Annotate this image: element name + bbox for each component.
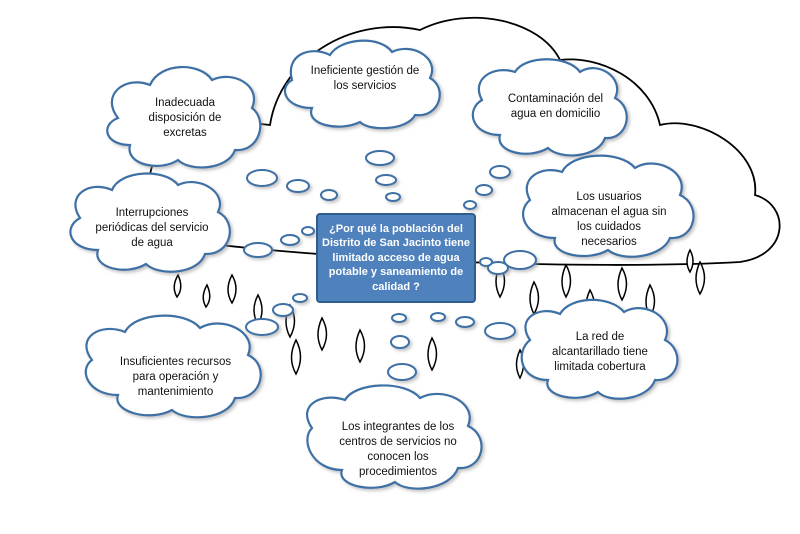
- thought-bubbles: [243, 150, 537, 381]
- cloud-interrupciones: [69, 172, 231, 273]
- cloud-integrantes: [305, 384, 483, 490]
- cloud-excretas: [106, 66, 262, 169]
- cloud-almacenan: [522, 154, 695, 258]
- central-question: ¿Por qué la población del Distrito de Sa…: [316, 213, 476, 303]
- cause-contaminacion-text: Contaminación del agua en domicilio: [507, 93, 604, 120]
- central-question-text: ¿Por qué la población del Distrito de Sa…: [322, 222, 470, 293]
- cause-gestion-text: Ineficiente gestión de los servicios: [310, 65, 420, 92]
- cause-integrantes-text: Los integrantes de los centros de servic…: [339, 421, 457, 478]
- cause-recursos-text: Insuficientes recursos para operación y …: [119, 356, 232, 398]
- cause-excretas-text: Inadecuada disposición de excretas: [148, 97, 222, 139]
- cause-interrupciones-text: Interrupciones periódicas del servicio d…: [95, 207, 209, 249]
- cause-alcantarillado-text: La red de alcantarillado tiene limitada …: [552, 331, 648, 373]
- cloud-contaminacion: [471, 58, 628, 157]
- cloud-recursos: [84, 314, 262, 419]
- cloud-alcantarillado: [520, 298, 679, 400]
- cloud-gestion: [283, 39, 441, 130]
- cause-clouds: [69, 39, 695, 490]
- cause-almacenan-text: Los usuarios almacenan el agua sin los c…: [551, 191, 667, 248]
